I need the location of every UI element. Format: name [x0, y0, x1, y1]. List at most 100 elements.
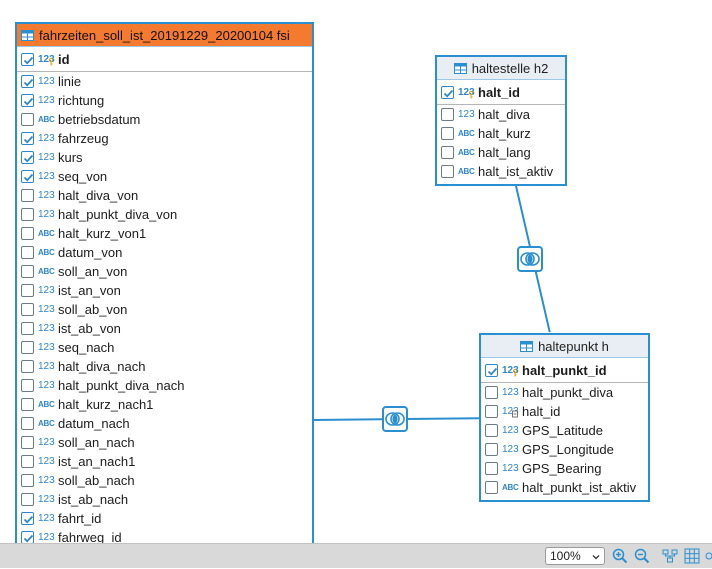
- entity-fahrzeiten-soll-ist[interactable]: fahrzeiten_soll_ist_20191229_20200104 fs…: [15, 22, 314, 543]
- column-checkbox[interactable]: [21, 474, 34, 487]
- column-checkbox[interactable]: [21, 189, 34, 202]
- column-name: halt_kurz: [478, 126, 531, 141]
- column-checkbox[interactable]: [21, 379, 34, 392]
- entity-title: haltestelle h2: [471, 60, 549, 76]
- column-checkbox[interactable]: [21, 360, 34, 373]
- column-checkbox[interactable]: [21, 512, 34, 525]
- column-checkbox[interactable]: [21, 170, 34, 183]
- column-checkbox[interactable]: [21, 246, 34, 259]
- column-checkbox[interactable]: [21, 455, 34, 468]
- numeric-type-icon: 123: [38, 95, 55, 106]
- column-name: GPS_Longitude: [522, 442, 614, 457]
- column-checkbox[interactable]: [21, 132, 34, 145]
- more-icon[interactable]: [705, 548, 712, 564]
- grid-icon[interactable]: [684, 548, 700, 564]
- column-checkbox[interactable]: [485, 405, 498, 418]
- zoom-in-icon[interactable]: [612, 548, 628, 564]
- numeric-type-icon: 123: [38, 342, 55, 353]
- column-checkbox[interactable]: [21, 227, 34, 240]
- column-checkbox[interactable]: [21, 75, 34, 88]
- column-checkbox[interactable]: [485, 481, 498, 494]
- column-checkbox[interactable]: [21, 341, 34, 354]
- zoom-out-icon[interactable]: [634, 548, 650, 564]
- column-checkbox[interactable]: [21, 398, 34, 411]
- column-checkbox[interactable]: [485, 443, 498, 456]
- diagram-canvas[interactable]: fahrzeiten_soll_ist_20191229_20200104 fs…: [0, 0, 712, 543]
- column-checkbox[interactable]: [441, 108, 454, 121]
- column-checkbox[interactable]: [441, 127, 454, 140]
- column-checkbox[interactable]: [441, 165, 454, 178]
- column-checkbox[interactable]: [21, 284, 34, 297]
- entity-header[interactable]: haltepunkt h: [481, 335, 648, 358]
- layout-icon[interactable]: [662, 548, 678, 564]
- column-name: soll_an_nach: [58, 435, 135, 450]
- column-checkbox[interactable]: [485, 424, 498, 437]
- column-checkbox[interactable]: [21, 208, 34, 221]
- column-checkbox[interactable]: [485, 386, 498, 399]
- column-checkbox[interactable]: [21, 303, 34, 316]
- entity-header[interactable]: fahrzeiten_soll_ist_20191229_20200104 fs…: [17, 24, 312, 47]
- column-checkbox[interactable]: [21, 94, 34, 107]
- entity-header[interactable]: haltestelle h2: [437, 57, 565, 80]
- column-checkbox[interactable]: [485, 363, 498, 377]
- column-name: fahrt_id: [58, 511, 102, 526]
- string-type-icon: ABC: [458, 167, 475, 176]
- column-checkbox[interactable]: [21, 436, 34, 449]
- column-checkbox[interactable]: [441, 146, 454, 159]
- column-checkbox[interactable]: [21, 151, 34, 164]
- string-type-icon: ABC: [38, 267, 55, 276]
- column-checkbox[interactable]: [21, 265, 34, 278]
- column-checkbox[interactable]: [21, 113, 34, 126]
- column-checkbox[interactable]: [21, 52, 34, 66]
- column-checkbox[interactable]: [21, 493, 34, 506]
- column-checkbox[interactable]: [21, 322, 34, 335]
- relation-icon-fsi-h[interactable]: [382, 406, 408, 432]
- column-checkbox[interactable]: [21, 531, 34, 543]
- relation-icon-h2-h[interactable]: [517, 246, 543, 272]
- zoom-select[interactable]: 100%: [545, 547, 605, 565]
- column-checkbox[interactable]: [21, 417, 34, 430]
- column-checkbox[interactable]: [441, 85, 454, 99]
- column-checkbox[interactable]: [485, 462, 498, 475]
